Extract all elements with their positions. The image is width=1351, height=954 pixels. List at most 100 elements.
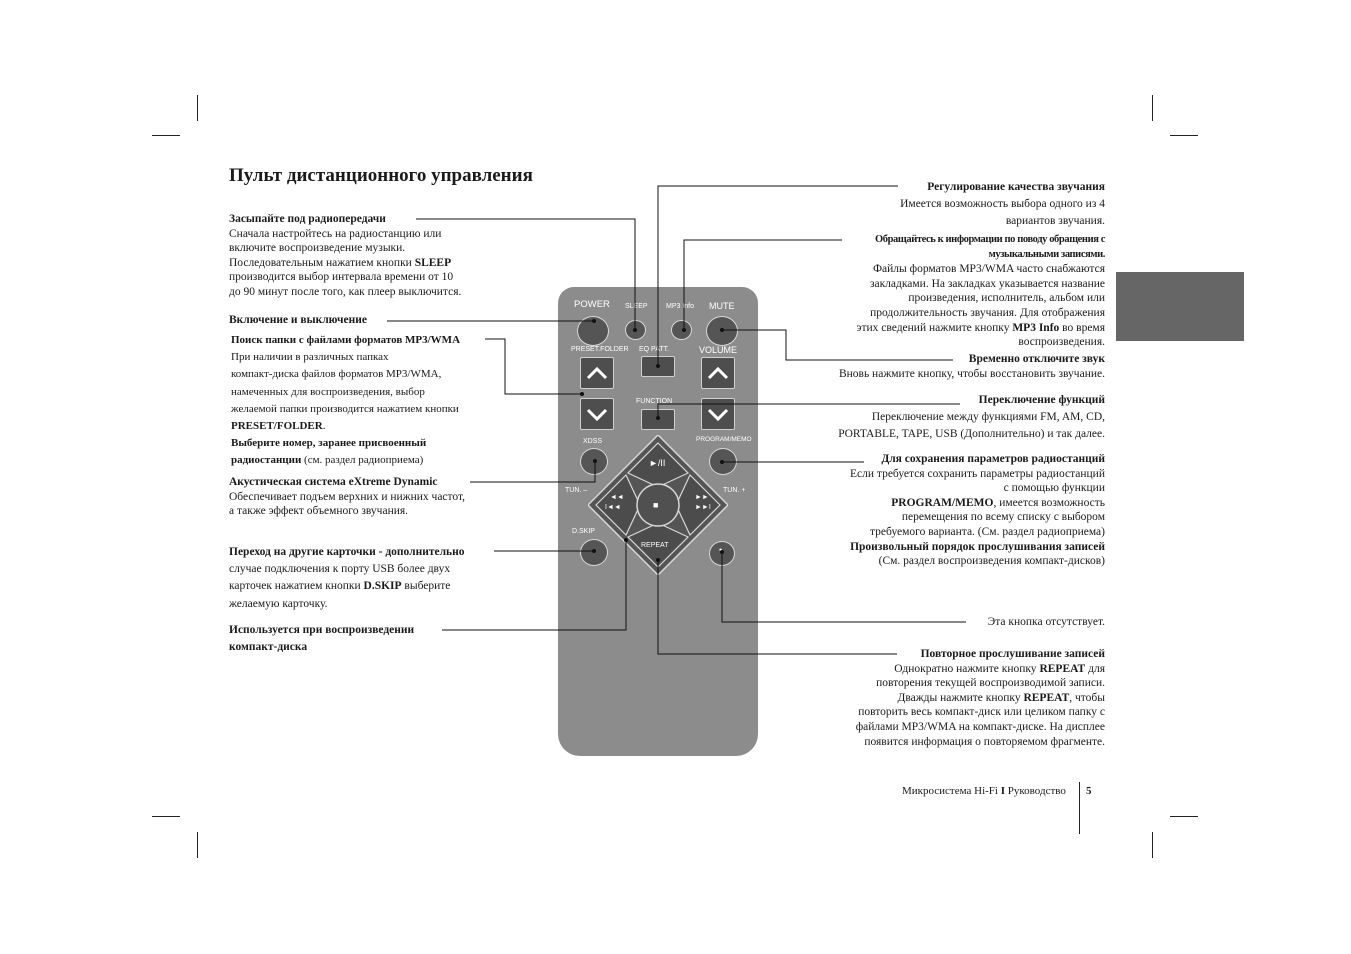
text-line: требуемого варианта. (См. раздел радиопр… (870, 525, 1105, 538)
cd-heading: Используется при воспроизведении (229, 624, 415, 636)
mp3-info-button[interactable] (671, 320, 692, 340)
power-heading: Включение и выключение (229, 314, 367, 326)
text-line: Сначала настройтесь на радиостанцию или (229, 227, 442, 240)
prev-icon: I◄◄ (605, 504, 621, 511)
repeat-description: Повторное прослушивание записей Однократ… (805, 647, 1105, 749)
folder-description: Поиск папки с файлами форматов MP3/WMA П… (231, 332, 491, 470)
section-tab (1116, 272, 1244, 341)
dskip-description: Переход на другие карточки - дополнитель… (229, 544, 499, 613)
mp3-info-heading: Обращайтесь к информации по поводу обращ… (874, 234, 1105, 245)
crop-mark (1152, 832, 1153, 858)
rewind-icon: ◄◄ (610, 494, 624, 501)
text-line: производится выбор интервала времени от … (229, 271, 454, 284)
text-line: Вновь нажмите кнопку, чтобы восстановить… (838, 367, 1105, 380)
dskip-heading: Переход на другие карточки - дополнитель… (229, 546, 465, 558)
cd-heading: компакт-диска (229, 641, 308, 654)
tun-minus-label: TUN. – (565, 487, 588, 494)
xdss-label: XDSS (583, 438, 603, 445)
power-label: POWER (574, 299, 610, 310)
repeat-heading: Повторное прослушивание записей (920, 648, 1105, 660)
text-line: желаемой папки производится нажатием кно… (231, 402, 459, 415)
preset-folder-label: PRESET.FOLDER (571, 346, 629, 353)
eq-description: Регулирование качества звучания Имеется … (805, 179, 1105, 230)
footer-text: Микросистема Hi-Fi (902, 785, 998, 797)
text-line: воспроизведения. (1018, 336, 1105, 349)
text-line: Файлы форматов MP3/WMA часто снабжаются (872, 263, 1105, 276)
crop-mark (197, 832, 198, 858)
text-line: Переключение между функциями FM, AM, CD, (871, 411, 1105, 423)
stop-button[interactable] (636, 483, 680, 527)
chevron-up-icon (586, 366, 608, 380)
function-heading: Переключение функций (978, 394, 1105, 406)
volume-up-button[interactable] (701, 357, 735, 389)
text-line: желаемую карточку. (229, 597, 328, 610)
crop-mark (152, 135, 180, 136)
footer-separator: I (1000, 785, 1006, 797)
text-line: Если требуется сохранить параметры радио… (850, 467, 1105, 480)
xdss-description: Акустическая система eXtreme Dynamic Обе… (229, 475, 499, 519)
text-line: появится информация о повторяемом фрагме… (864, 735, 1105, 748)
function-description: Переключение функций Переключение между … (805, 392, 1105, 443)
mute-label: MUTE (709, 301, 735, 311)
text-line: произведения, исполнитель, альбом или (908, 292, 1105, 305)
text-line: Произвольный порядок прослушивания запис… (850, 540, 1105, 553)
chevron-down-icon (707, 408, 729, 422)
repeat-label: REPEAT (641, 542, 669, 549)
text-line: намеченных для воспроизведения, выбор (231, 385, 425, 398)
volume-down-button[interactable] (701, 398, 735, 430)
text-line: радиостанции (см. раздел радиоприема) (231, 454, 424, 467)
text-line: вариантов звучания. (1005, 215, 1105, 227)
crop-mark (1152, 95, 1153, 121)
xdss-heading: Акустическая система eXtreme Dynamic (229, 476, 438, 488)
text-line: карточек нажатием кнопки D.SKIP выберите (229, 580, 451, 593)
program-memo-description: Для сохранения параметров радиостанций Е… (805, 452, 1105, 569)
text-line: закладками. На закладках указывается наз… (869, 277, 1105, 290)
unused-dot: • (719, 545, 723, 555)
play-pause-icon: ►/II (649, 458, 666, 468)
text-line: перемещения по всему списку с выбором (901, 511, 1105, 524)
text-line: включите воспроизведение музыки. (229, 242, 406, 255)
text-line: файлами MP3/WMA на компакт-диске. На дис… (855, 720, 1105, 733)
text-line: Однократно нажмите кнопку REPEAT для (894, 662, 1105, 675)
text-line: повторения текущей воспроизводимой запис… (876, 677, 1105, 690)
sleep-label: SLEEP (625, 303, 648, 310)
power-description: Включение и выключение (229, 313, 367, 328)
text-line: до 90 минут после того, как плеер выключ… (229, 285, 462, 298)
text-line: повторить весь компакт-диск или целиком … (858, 706, 1105, 719)
preset-down-button[interactable] (580, 398, 614, 430)
text-line: PRESET/FOLDER. (231, 420, 326, 433)
text-line: а также эффект объемного звучания. (229, 505, 409, 518)
cd-description: Используется при воспроизведении компакт… (229, 622, 414, 656)
absent-note: Эта кнопка отсутствует. (805, 615, 1105, 630)
program-memo-label: PROGRAM/MEMO (696, 436, 752, 443)
text-line: При наличии в различных папках (231, 351, 389, 364)
text-line: музыкальными записями. (988, 248, 1106, 260)
footer-divider (1079, 782, 1080, 834)
text-line: с помощью функции (1003, 482, 1105, 495)
next-icon: ►►I (695, 504, 711, 511)
mute-description: Временно отключите звук Вновь нажмите кн… (805, 352, 1105, 381)
text-line: Выберите номер, заранее присвоенный (231, 437, 427, 450)
text-line: Обеспечивает подъем верхних и нижних час… (229, 490, 466, 503)
preset-up-button[interactable] (580, 357, 614, 389)
eq-heading: Регулирование качества звучания (927, 181, 1105, 193)
program-memo-heading: Для сохранения параметров радиостанций (881, 453, 1105, 465)
text-line: PORTABLE, TAPE, USB (Дополнительно) и та… (838, 428, 1105, 440)
text-line: PROGRAM/MEMO, имеется возможность (891, 496, 1105, 509)
stop-icon: ■ (653, 500, 659, 510)
chevron-down-icon (586, 408, 608, 422)
text-line: (См. раздел воспроизведения компакт-диск… (878, 555, 1105, 568)
text-line: продолжительность звучания. Для отображе… (870, 306, 1105, 319)
program-memo-button[interactable] (709, 448, 737, 475)
page-title: Пульт дистанционного управления (229, 165, 533, 186)
tun-plus-label: TUN. + (723, 487, 746, 494)
fast-forward-icon: ►► (695, 494, 709, 501)
dskip-label: D.SKIP (572, 528, 595, 535)
mute-heading: Временно отключите звук (968, 353, 1105, 365)
text-line: этих сведений нажмите кнопку MP3 Info во… (856, 321, 1105, 334)
sleep-heading: Засыпайте под радиопередачи (229, 213, 386, 225)
text-line: Эта кнопка отсутствует. (987, 616, 1105, 628)
eq-patt-label: EQ PATT. (639, 346, 670, 353)
function-label: FUNCTION (636, 398, 673, 405)
